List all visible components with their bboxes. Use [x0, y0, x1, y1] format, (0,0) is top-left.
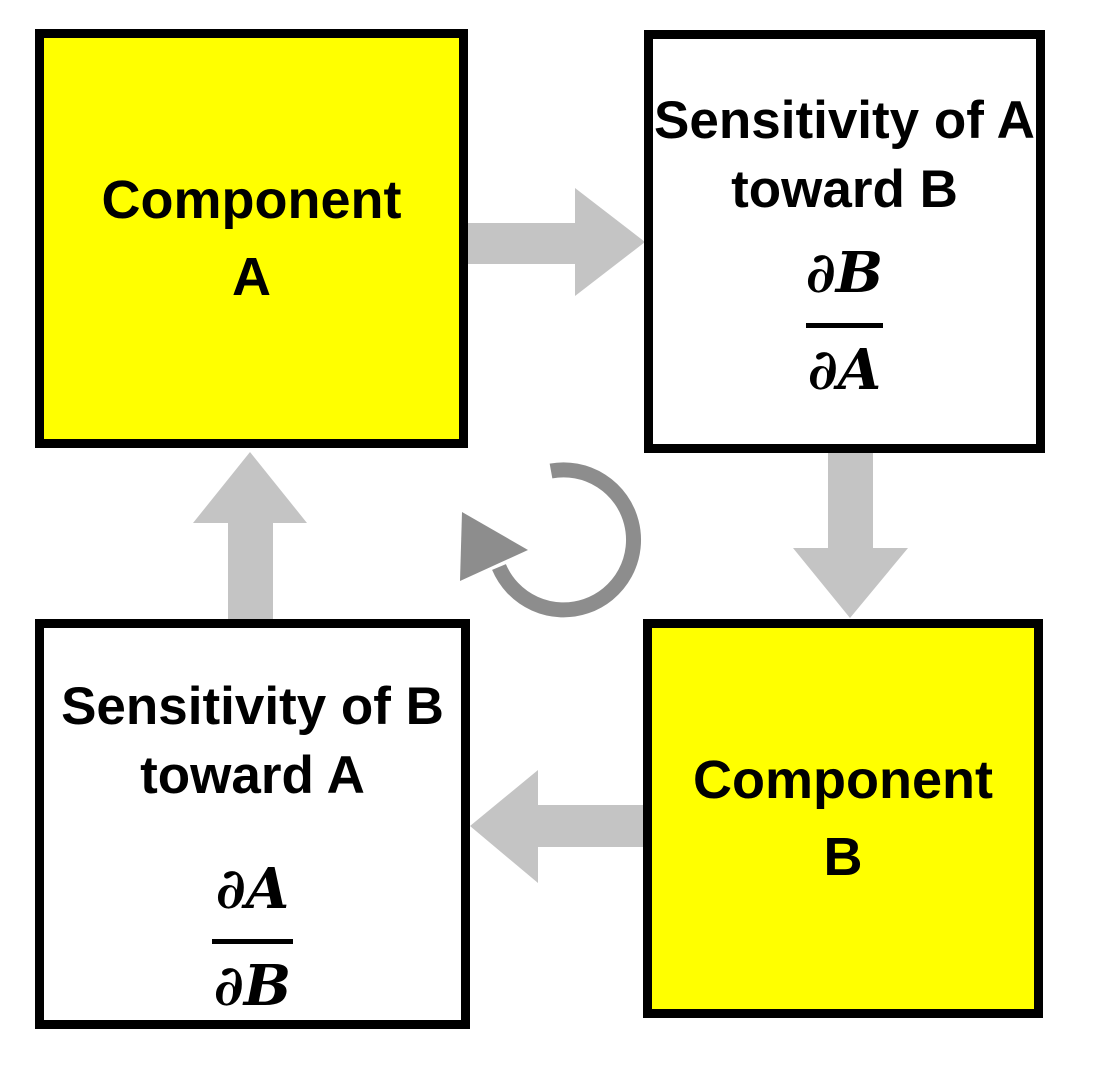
fraction-denominator: ∂B: [211, 939, 294, 1019]
arrow-a-to-sensitivity-ab-icon: [468, 188, 645, 296]
sensitivity-ba-label-line1: Sensitivity of B: [61, 677, 444, 736]
component-a-label-line1: Component: [101, 169, 402, 230]
fraction-denominator: ∂A: [805, 323, 884, 403]
component-b-label-line1: Component: [693, 749, 993, 810]
sensitivity-ab-label-line2: toward B: [731, 159, 958, 219]
arrow-sensitivity-ab-to-b-icon: [793, 453, 908, 618]
sensitivity-ab-label-line1: Sensitivity of A: [654, 91, 1035, 150]
component-a-box: Component A: [35, 29, 468, 448]
fraction-numerator: ∂A: [215, 855, 290, 922]
sensitivity-ba-label-line2: toward A: [140, 745, 365, 805]
arrow-b-to-sensitivity-ba-icon: [470, 770, 645, 883]
partial-derivative-db-da-fraction: ∂B ∂A: [804, 239, 885, 403]
arrow-sensitivity-ba-to-a-icon: [193, 452, 307, 620]
sensitivity-a-toward-b-box: Sensitivity of A toward B ∂B ∂A: [644, 30, 1045, 453]
sensitivity-b-toward-a-box: Sensitivity of B toward A ∂A ∂B: [35, 619, 470, 1029]
component-b-label-line2: B: [823, 826, 863, 887]
fraction-numerator: ∂B: [805, 239, 884, 306]
partial-derivative-da-db-fraction: ∂A ∂B: [211, 855, 294, 1019]
component-b-box: Component B: [643, 619, 1043, 1018]
cycle-arrow-icon: [460, 462, 642, 618]
component-a-label-line2: A: [232, 246, 271, 307]
